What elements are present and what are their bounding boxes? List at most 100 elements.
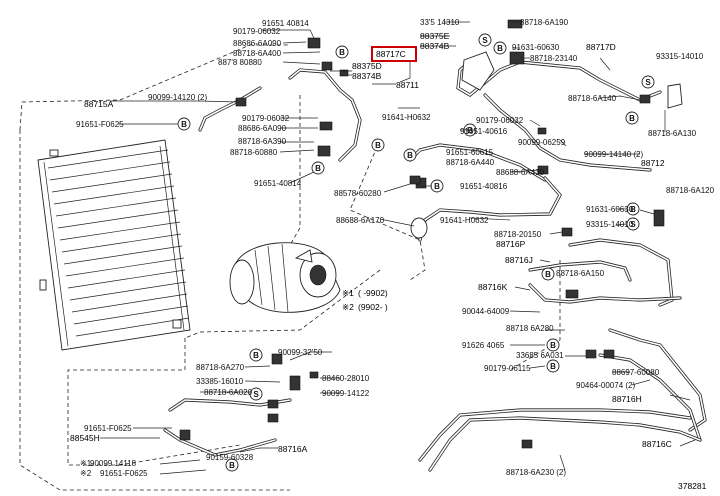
screw-mark: S bbox=[482, 36, 488, 45]
outline-dashed bbox=[349, 139, 426, 281]
part-label: 88715A bbox=[84, 99, 114, 109]
part-label: 88718-6A150 bbox=[556, 269, 605, 278]
bolt-mark: B bbox=[550, 362, 556, 371]
part-label: 91641-H0632 bbox=[440, 216, 489, 225]
part-label: 88718-6A400 bbox=[233, 49, 282, 58]
part-label: 91651 40814 bbox=[262, 19, 309, 28]
outline-dashed bbox=[289, 95, 301, 246]
part-label: 88686-6A090 bbox=[233, 39, 282, 48]
part-label: 88718 6A280 bbox=[506, 324, 554, 333]
part-label: 88718-60880 bbox=[230, 148, 278, 157]
part-label: 33'5 14310 bbox=[420, 18, 460, 27]
part-label: 90179-06115 bbox=[484, 364, 531, 373]
part-label: 88716J bbox=[505, 255, 533, 265]
legend-note1-text: ( -9902) bbox=[358, 288, 388, 298]
part-label: 90099-14140 (2) bbox=[584, 150, 643, 159]
part-label: 88375E bbox=[420, 31, 450, 41]
part-label: 88686-6A090 bbox=[238, 124, 287, 133]
outline-dashed bbox=[184, 269, 381, 339]
bolt-mark: B bbox=[497, 44, 503, 53]
part-label: 91651-F0625 bbox=[76, 120, 124, 129]
bolt-mark: B bbox=[315, 164, 321, 173]
part-label: 88697-60080 bbox=[612, 368, 660, 377]
outline-dashed bbox=[19, 44, 290, 131]
note-mark: ※2 bbox=[80, 469, 92, 478]
pipe-88716H bbox=[598, 328, 707, 442]
part-label: 91651-F0625 bbox=[100, 469, 148, 478]
part-label: 90099-14122 bbox=[322, 389, 370, 398]
part-label: 33385-16010 bbox=[196, 377, 244, 386]
part-label: 90179-06032 bbox=[476, 116, 524, 125]
part-label: 88374B bbox=[420, 41, 450, 51]
bolt-mark: B bbox=[550, 341, 556, 350]
part-label: 88578-60280 bbox=[334, 189, 382, 198]
bolt-mark: B bbox=[545, 270, 551, 279]
catalog-id: 378281 bbox=[678, 481, 707, 491]
part-label: 88711 bbox=[396, 80, 419, 90]
compressor bbox=[229, 242, 341, 313]
bolt-mark: B bbox=[375, 141, 381, 150]
part-label: 93315-14010 bbox=[586, 220, 634, 229]
bolt-mark: B bbox=[407, 151, 413, 160]
part-label: 90179-06032 bbox=[233, 27, 281, 36]
pipe-88716C bbox=[418, 408, 702, 472]
part-label: 88716C bbox=[642, 439, 672, 449]
screw-mark: S bbox=[645, 78, 651, 87]
part-label: 90099-06259 bbox=[518, 138, 566, 147]
bolt-mark: B bbox=[253, 351, 259, 360]
part-label: 88688-6A170 bbox=[336, 216, 385, 225]
part-label: 88716K bbox=[478, 282, 508, 292]
part-label: 93315-14010 bbox=[656, 52, 704, 61]
part-label: 91651-40816 bbox=[460, 182, 508, 191]
condenser bbox=[37, 139, 191, 351]
part-label: 91641-H0632 bbox=[382, 113, 431, 122]
highlighted-part-box[interactable]: 88717C bbox=[371, 46, 417, 62]
part-label: 88718-6A020 bbox=[204, 388, 253, 397]
part-label: 88718-6A390 bbox=[238, 137, 287, 146]
part-label: 88718-23140 bbox=[530, 54, 578, 63]
bolt-mark: B bbox=[629, 114, 635, 123]
screw-mark: S bbox=[630, 220, 636, 229]
outline-dashed bbox=[509, 260, 561, 371]
screw-mark: S bbox=[253, 390, 259, 399]
legend-notes: ※1 ( -9902) ※2 (9902- ) bbox=[342, 288, 388, 312]
outline-dashed bbox=[67, 338, 241, 466]
part-label: 88717D bbox=[586, 42, 616, 52]
part-label: 33685 6A031 bbox=[516, 351, 564, 360]
bolt-mark: B bbox=[467, 126, 473, 135]
part-label: 88718-20150 bbox=[494, 230, 542, 239]
part-label: 90099-14120 (2) bbox=[148, 93, 207, 102]
part-label: 887'8 80880 bbox=[218, 58, 262, 67]
part-label: 90044-64009 bbox=[462, 307, 510, 316]
part-label: 91651-40616 bbox=[460, 127, 508, 136]
pipe-88712 bbox=[408, 93, 652, 182]
part-label: 91651-60615 bbox=[446, 148, 494, 157]
pipe-88711 bbox=[288, 68, 362, 162]
part-label: 88718-6A120 bbox=[666, 186, 715, 195]
part-label: 88712 bbox=[641, 158, 665, 168]
part-label: 88716H bbox=[612, 394, 642, 404]
part-label: 90099 14118 bbox=[90, 459, 137, 468]
part-label: 88545H bbox=[70, 433, 100, 443]
part-label: 90099-32'50 bbox=[278, 348, 323, 357]
part-labels: 90179-06032 91651 40814 88686-6A090 8871… bbox=[70, 18, 715, 478]
part-label: 88460-28010 bbox=[322, 374, 370, 383]
part-label: 88718-6A270 bbox=[196, 363, 245, 372]
part-label: 88718-6A190 bbox=[520, 18, 569, 27]
pipe-88715A bbox=[198, 86, 262, 132]
part-label: 91626 4065 bbox=[462, 341, 505, 350]
part-label: 88718-6A230 (2) bbox=[506, 468, 566, 477]
legend-note1-mark: ※1 bbox=[342, 288, 354, 298]
highlighted-part-label: 88717C bbox=[376, 49, 406, 59]
part-label: 88718-6A440 bbox=[446, 158, 495, 167]
bolt-mark: B bbox=[339, 48, 345, 57]
bolt-mark: B bbox=[229, 461, 235, 470]
part-label: 91631-60630 bbox=[586, 205, 634, 214]
part-label: 88716P bbox=[496, 239, 526, 249]
part-label: 91651-40814 bbox=[254, 179, 302, 188]
part-label: 88718-6A140 bbox=[568, 94, 617, 103]
part-label: 88688-6A430 bbox=[496, 168, 545, 177]
note-mark: ※1 bbox=[80, 459, 92, 468]
